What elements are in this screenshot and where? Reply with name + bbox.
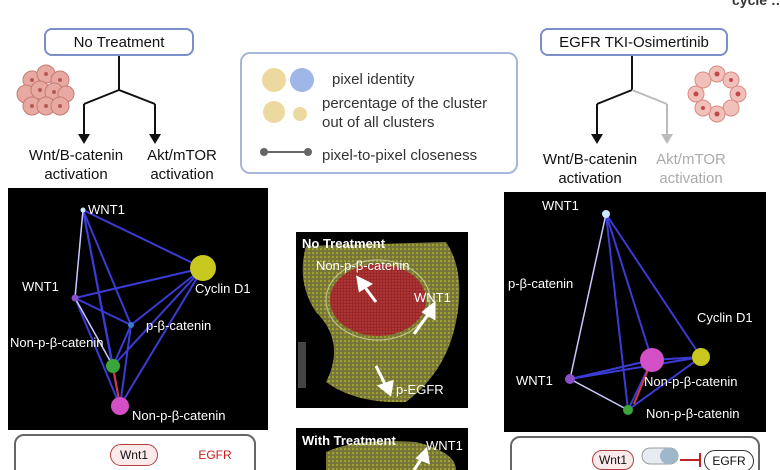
- right-network-panel: WNT1 p-β-catenin Cyclin D1 WNT1 Non-p-β-…: [504, 192, 766, 432]
- legend: pixel identity percentage of the cluster…: [240, 52, 518, 174]
- node-label: Non-p-β-catenin: [10, 335, 103, 350]
- drug-capsule-icon: [641, 447, 701, 467]
- node-label: WNT1: [22, 279, 59, 294]
- top-right-caption: cycle …: [732, 0, 780, 8]
- node-label: Cyclin D1: [195, 281, 251, 296]
- left-branch-akt-label: Akt/mTOR activation: [147, 147, 217, 183]
- node-label: p-β-catenin: [508, 276, 573, 291]
- right-pathway-box: Wnt1 EGFR: [510, 436, 760, 470]
- right-branch-wnt-label: Wnt/B-catenin activation: [542, 151, 638, 187]
- node-label: Non-p-β-catenin: [644, 374, 737, 389]
- right-branch-akt-label: Akt/mTOR activation: [656, 151, 726, 187]
- node-label: Cyclin D1: [697, 310, 753, 325]
- center-tissue-panel-with-treatment: With Treatment WNT1: [296, 428, 468, 470]
- wnt1-gene-pill: Wnt1: [592, 450, 634, 470]
- egfr-gene-pill: EGFR: [704, 450, 754, 470]
- tissue-label: WNT1: [414, 290, 451, 305]
- tissue-label: WNT1: [426, 438, 463, 453]
- node-label: WNT1: [88, 202, 125, 217]
- legend-identity-text: pixel identity: [332, 71, 415, 88]
- left-branch-wnt-label: Wnt/B-catenin activation: [28, 147, 124, 183]
- node-label: WNT1: [542, 198, 579, 213]
- cell-cluster-icon: [16, 64, 75, 116]
- no-treatment-label: No Treatment: [44, 28, 194, 56]
- tissue-label: p-EGFR: [396, 382, 444, 397]
- wnt1-gene-pill: Wnt1: [110, 444, 158, 466]
- right-network-graph: WNT1 p-β-catenin Cyclin D1 WNT1 Non-p-β-…: [508, 198, 753, 421]
- left-network-graph: WNT1 WNT1 Cyclin D1 p-β-catenin Non-p-β-…: [10, 202, 251, 423]
- tissue-scatter-with-treatment: With Treatment WNT1: [302, 433, 463, 470]
- node-label: Non-p-β-catenin: [132, 408, 225, 423]
- node-label: WNT1: [516, 373, 553, 388]
- node-label: p-β-catenin: [146, 318, 211, 333]
- egfr-tki-label: EGFR TKI-Osimertinib: [540, 28, 728, 56]
- tissue-scatter-no-treatment: No Treatment Non-p-β-catenin WNT1 p-EGFR: [298, 236, 460, 403]
- egfr-gene-label: EGFR: [198, 448, 232, 462]
- node-label: Non-p-β-catenin: [646, 406, 739, 421]
- legend-closeness-text: pixel-to-pixel closeness: [322, 147, 478, 164]
- left-pathway-box: Wnt1 EGFR: [14, 434, 256, 470]
- ring-cell-cluster-icon: [687, 65, 747, 123]
- left-network-panel: WNT1 WNT1 Cyclin D1 p-β-catenin Non-p-β-…: [8, 188, 268, 430]
- tissue-title: No Treatment: [302, 236, 386, 251]
- legend-symbols-icon: [260, 68, 314, 156]
- tissue-label: Non-p-β-catenin: [316, 258, 409, 273]
- legend-percentage-text: percentage of the cluster out of all clu…: [322, 95, 488, 131]
- center-tissue-panel-no-treatment: No Treatment Non-p-β-catenin WNT1 p-EGFR: [296, 232, 468, 408]
- tissue-title: With Treatment: [302, 433, 396, 448]
